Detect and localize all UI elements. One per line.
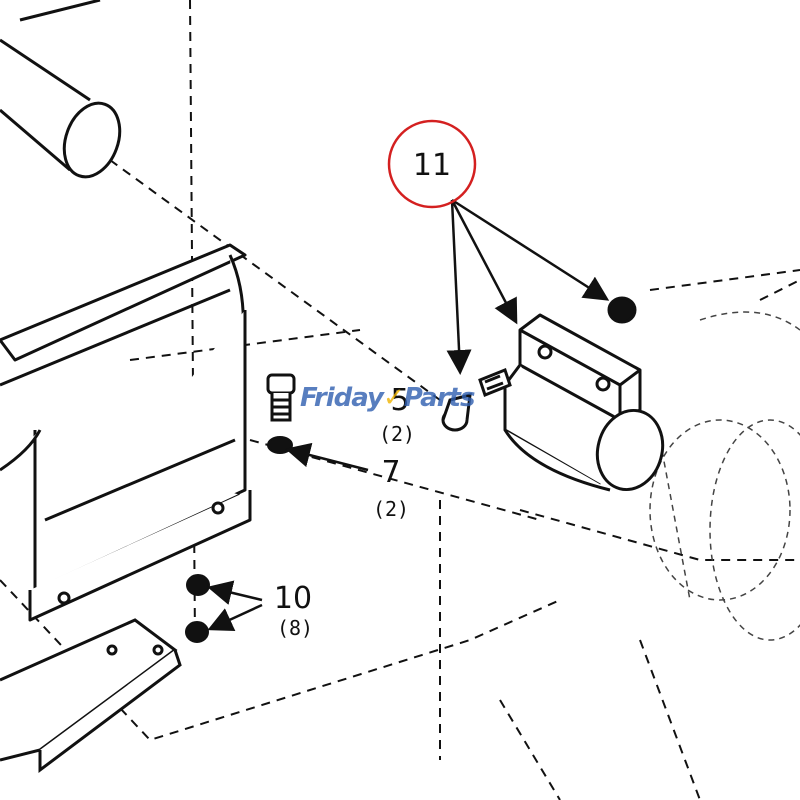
base-plate xyxy=(0,618,182,773)
watermark-text-part2: Parts xyxy=(403,383,476,413)
watermark-logo: Friday✓Parts xyxy=(300,383,476,413)
callout-11-number: 11 xyxy=(412,148,452,183)
screw-sleeve-part xyxy=(441,296,637,432)
callout-7-number: 7 xyxy=(381,455,401,490)
callout-5-quantity: (2) xyxy=(378,422,416,446)
callout-7-quantity: (2) xyxy=(372,497,410,521)
tube-part xyxy=(0,0,122,179)
machine-body-outline xyxy=(649,311,800,641)
highlight-circle xyxy=(387,119,477,209)
clamp-block-part xyxy=(503,313,665,492)
watermark-v-mark: ✓ xyxy=(382,383,405,413)
bracket-assembly xyxy=(0,243,252,622)
watermark-text-part1: Friday xyxy=(300,383,384,413)
callout-10-number: 10 xyxy=(273,581,313,616)
leader-arrows xyxy=(207,198,610,631)
bolt-part xyxy=(266,373,296,422)
washer-part xyxy=(267,436,293,454)
callout-10-quantity: (8) xyxy=(276,616,314,640)
callout-5-number: 5 xyxy=(390,383,410,418)
nut-parts xyxy=(185,574,210,643)
